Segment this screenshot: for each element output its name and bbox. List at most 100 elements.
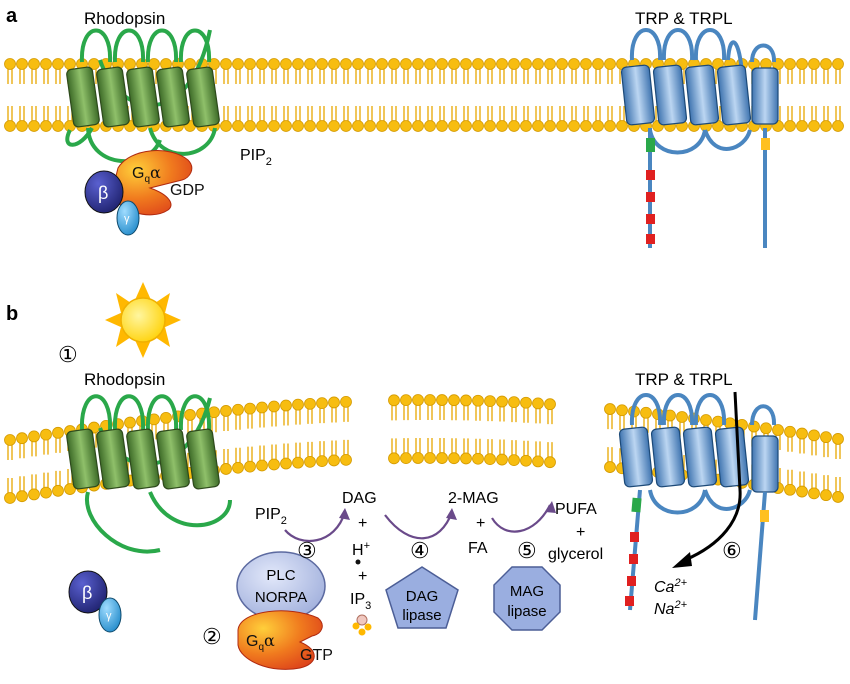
lipid-head: [292, 398, 304, 411]
lipid-head: [460, 452, 472, 465]
lipid-head: [496, 58, 508, 70]
lipid-head: [292, 456, 304, 469]
lipid-head: [304, 397, 316, 410]
pip2-label-a: PIP2: [240, 147, 272, 168]
lipid-head: [268, 58, 280, 70]
lipid-head: [520, 58, 532, 70]
lipid-head: [364, 120, 376, 132]
lipid-head: [280, 457, 292, 470]
lipid-head: [148, 58, 160, 70]
lipid-head: [352, 58, 364, 70]
lipid-head: [256, 459, 268, 472]
lipid-head: [280, 120, 292, 132]
lipid-head: [304, 120, 316, 132]
lipid-head: [268, 458, 280, 471]
panel-a-label: a: [6, 5, 18, 27]
lipid-head: [244, 460, 256, 473]
arrow-mag-to-pufa: [491, 504, 551, 533]
step-3-marker: ③: [297, 538, 317, 563]
step-4-marker: ④: [410, 538, 430, 563]
lipid-head: [508, 120, 520, 132]
plus-1: +: [358, 515, 367, 532]
lipid-head: [520, 454, 532, 467]
gdp-label: GDP: [170, 182, 205, 199]
lipid-head: [340, 453, 352, 466]
dag-lipase-line2: lipase: [402, 607, 441, 624]
lipid-head: [292, 120, 304, 132]
fa-label: FA: [468, 540, 488, 557]
lipid-head: [484, 453, 496, 466]
lipid-head: [184, 58, 196, 70]
lipid-head: [52, 120, 64, 132]
lipid-head: [784, 58, 796, 70]
lipid-head: [268, 400, 280, 413]
lipid-head: [832, 120, 844, 132]
dag-lipase-line1: DAG: [406, 588, 439, 605]
lipid-head: [184, 409, 196, 421]
lipid-head: [124, 58, 136, 70]
lipid-head: [4, 434, 16, 446]
lipid-head: [436, 120, 448, 132]
panel-b-label: b: [6, 303, 18, 325]
g-beta-symbol-b: β: [82, 583, 92, 603]
lipid-head: [592, 120, 604, 132]
lipid-head: [604, 403, 616, 415]
g-gamma-symbol-a: γ: [124, 213, 130, 225]
lipid-head: [544, 120, 556, 132]
lipid-head: [388, 394, 400, 407]
lipid-head: [460, 120, 472, 132]
lipid-head: [64, 483, 76, 495]
lipid-head: [808, 58, 820, 70]
plus-3: +: [476, 515, 485, 532]
lipid-head: [256, 401, 268, 414]
mag-lipase: MAG lipase: [493, 566, 561, 631]
lipid-head: [316, 120, 328, 132]
lipid-head: [808, 429, 820, 442]
rhodopsin-b: [66, 394, 232, 554]
lipid-head: [400, 394, 412, 407]
lipid-head: [244, 120, 256, 132]
lipid-head: [460, 394, 472, 407]
lipid-head: [604, 58, 616, 70]
lipid-head: [820, 489, 832, 502]
lipid-head: [40, 428, 52, 441]
lipid-head: [832, 433, 844, 445]
lipid-head: [616, 120, 628, 132]
lipid-head: [496, 120, 508, 132]
lipid-head: [328, 454, 340, 467]
lipid-head: [208, 58, 220, 70]
lipid-head: [4, 492, 16, 504]
pip2-label-b: PIP2: [255, 506, 287, 527]
lipid-head: [556, 58, 568, 70]
lipid-head: [160, 411, 172, 424]
norpa-label: NORPA: [255, 589, 307, 606]
g-gamma-symbol-b: γ: [106, 610, 112, 622]
step-5-marker: ⑤: [517, 538, 537, 563]
lipid-head: [244, 58, 256, 70]
lipid-head: [16, 490, 28, 503]
lipid-head: [232, 461, 244, 474]
gtp-label: GTP: [300, 647, 333, 664]
lipid-head: [448, 58, 460, 70]
lipid-head: [268, 120, 280, 132]
lipid-head: [412, 120, 424, 132]
arrow-pip2-to-dag: [284, 511, 347, 543]
rhodopsin-a: [65, 28, 220, 164]
lipid-head: [28, 488, 40, 501]
pufa-label: PUFA: [555, 501, 597, 518]
lipid-head: [16, 58, 28, 70]
lipid-head: [496, 453, 508, 466]
trp-channel-a: [620, 28, 779, 248]
lipid-head: [460, 58, 472, 70]
lipid-head: [232, 120, 244, 132]
sun-icon: [105, 282, 181, 358]
lipid-head: [448, 452, 460, 465]
lipid-head: [424, 452, 436, 464]
lipid-head: [556, 120, 568, 132]
lipid-head: [784, 425, 796, 438]
lipid-head: [676, 411, 688, 423]
lipid-head: [412, 394, 424, 406]
lipid-head: [796, 58, 808, 70]
lipid-head: [640, 406, 652, 419]
trp-trpl-label-b: TRP & TRPL: [635, 370, 733, 389]
